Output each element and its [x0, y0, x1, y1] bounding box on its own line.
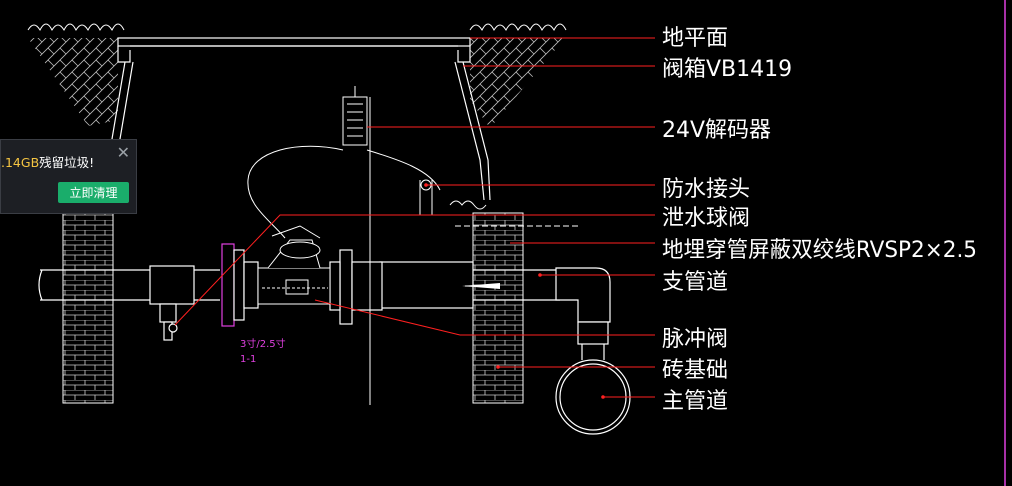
flow-arrow — [462, 283, 500, 289]
label-branch-pipe: 支管道 — [662, 270, 728, 295]
label-ground-level: 地平面 — [662, 26, 728, 51]
label-drain-ball-valve: 泄水球阀 — [662, 206, 750, 231]
brick-foundation-right — [472, 212, 524, 404]
decoder-unit — [342, 86, 371, 405]
label-shielded-cable: 地埋穿管屏蔽双绞线RVSP2×2.5 — [662, 238, 977, 263]
label-waterproof-connector: 防水接头 — [662, 177, 750, 202]
close-icon[interactable]: ✕ — [116, 143, 130, 162]
clean-now-button[interactable]: 立即清理 — [58, 182, 129, 203]
flange-right — [329, 249, 383, 325]
signal-cable — [247, 145, 580, 239]
junk-text: 残留垃圾! — [39, 155, 95, 170]
size-note: 3寸/2.5寸 — [240, 337, 286, 350]
label-brick-foundation: 砖基础 — [662, 358, 728, 383]
main-pipe-section — [555, 359, 631, 435]
section-mark: 1-1 — [240, 354, 256, 365]
soil-right — [469, 23, 567, 128]
leader-lines — [174, 37, 655, 398]
flange-left — [221, 243, 259, 327]
label-valve-box: 阀箱VB1419 — [662, 57, 792, 82]
label-decoder: 24V解码器 — [662, 118, 771, 143]
branch-pipe — [38, 261, 611, 360]
pulse-valve — [257, 225, 331, 305]
label-main-pipe: 主管道 — [662, 389, 728, 414]
label-pulse-valve: 脉冲阀 — [662, 327, 728, 352]
popup-message: .14GB残留垃圾! — [1, 152, 94, 171]
junk-size: .14GB — [1, 155, 40, 170]
brick-foundation-left — [62, 212, 114, 404]
leader-dots — [424, 183, 605, 399]
soil-left — [27, 23, 125, 126]
cleanup-popup: .14GB残留垃圾! ✕ 立即清理 — [0, 139, 137, 214]
